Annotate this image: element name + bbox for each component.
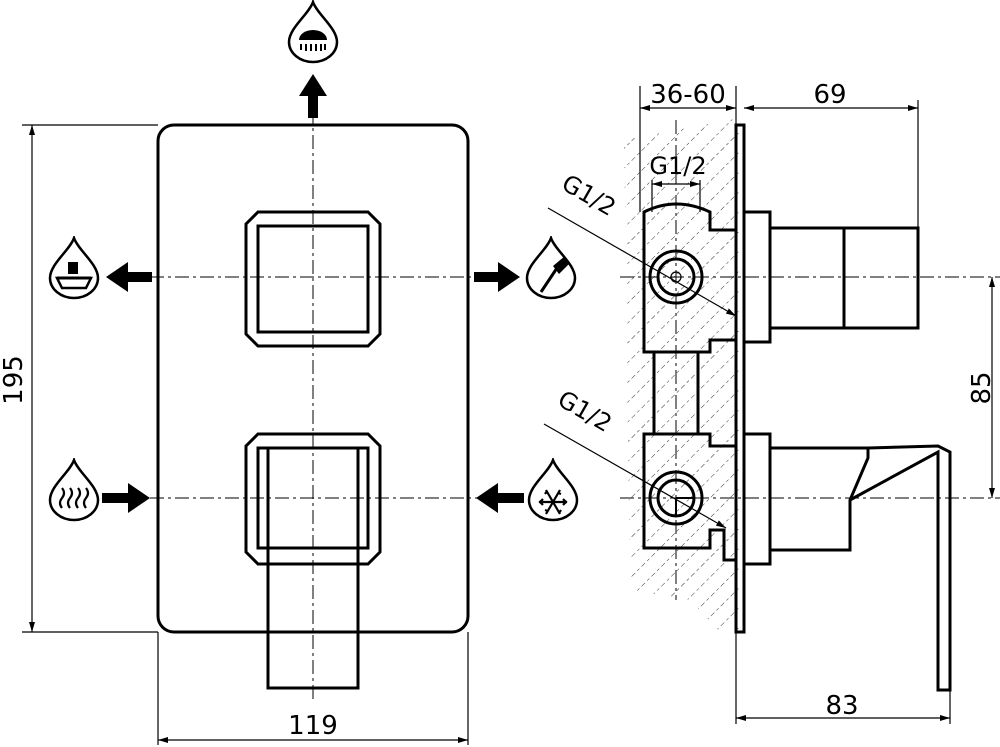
wall-depth-dimension: 36-60 bbox=[650, 80, 726, 110]
cover-plate bbox=[156, 123, 470, 634]
front-view: 195 119 bbox=[0, 0, 579, 745]
thread-lower-port-label: G1/2 bbox=[553, 385, 617, 438]
wall-hatching bbox=[624, 118, 740, 632]
cold-water-icon bbox=[527, 458, 579, 522]
thread-upper-port-label: G1/2 bbox=[557, 169, 621, 222]
hand-shower-icon bbox=[525, 236, 577, 300]
handle-depth-dimension: 83 bbox=[825, 691, 858, 721]
center-distance-dimension: 85 bbox=[967, 371, 997, 404]
width-dimension: 119 bbox=[288, 711, 338, 741]
height-dimension: 195 bbox=[0, 355, 29, 405]
thread-top-label: G1/2 bbox=[649, 152, 706, 180]
side-view: 36-60 69 G1/2 G1/2 G1/2 85 83 bbox=[543, 80, 1000, 724]
mixer-handle bbox=[244, 432, 382, 690]
hot-water-icon bbox=[48, 458, 100, 522]
bathtub-icon bbox=[48, 236, 100, 300]
diverter-knob bbox=[244, 210, 382, 348]
mixer-handle-side bbox=[742, 432, 952, 692]
overhead-shower-icon bbox=[287, 0, 339, 64]
projection-dimension: 69 bbox=[813, 80, 846, 110]
